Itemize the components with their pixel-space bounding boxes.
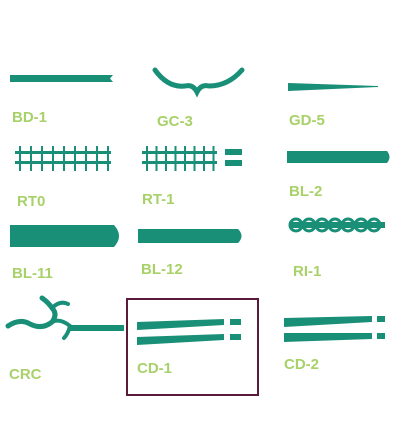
label-crc: CRC: [9, 366, 42, 383]
ladder-rung: [96, 146, 98, 171]
ladder-rung: [184, 146, 186, 171]
ladder-rung: [74, 146, 76, 171]
label-gd5: GD-5: [289, 112, 325, 129]
ladder-rung: [30, 146, 32, 171]
ladder-rung: [165, 146, 167, 171]
shape-bl11: [10, 225, 119, 247]
ladder-rung: [52, 146, 54, 171]
selection-highlight-cd1: [126, 298, 259, 396]
label-ri1: RI-1: [293, 263, 322, 280]
label-bl11: BL-11: [12, 265, 53, 282]
label-gc3: GC-3: [157, 113, 193, 130]
shape-gd5: [288, 83, 378, 91]
ladder-rung: [41, 146, 43, 171]
shape-bl2: [287, 151, 390, 163]
shape-rt1: [142, 146, 242, 171]
label-rt1: RT-1: [142, 191, 175, 208]
shape-cd2: [284, 316, 385, 342]
ladder-rung: [193, 146, 196, 171]
label-bl12: BL-12: [141, 261, 183, 278]
ladder-rung: [203, 146, 205, 171]
ladder-rung: [19, 146, 21, 171]
ladder-rung: [85, 146, 87, 171]
shape-cd1: [137, 319, 241, 345]
ladder-rung: [174, 146, 177, 171]
shape-ri1: [288, 217, 385, 233]
label-bd1: BD-1: [12, 109, 48, 126]
shape-bd1: [10, 75, 113, 82]
ladder-rung: [107, 146, 109, 171]
label-cd2: CD-2: [284, 356, 320, 373]
label-bl2: BL-2: [289, 183, 323, 200]
ladder-rung: [146, 146, 148, 171]
label-cd1: CD-1: [137, 360, 173, 377]
ladder-rung: [212, 146, 215, 171]
shape-crc: [5, 295, 124, 340]
ladder-rung: [155, 146, 158, 171]
shape-gc3: [152, 67, 245, 98]
shape-rt0: [15, 146, 111, 171]
shape-bl12: [138, 229, 242, 243]
ladder-rung: [63, 146, 65, 171]
label-rt0: RT0: [17, 193, 46, 210]
loop-ring: [366, 217, 382, 233]
